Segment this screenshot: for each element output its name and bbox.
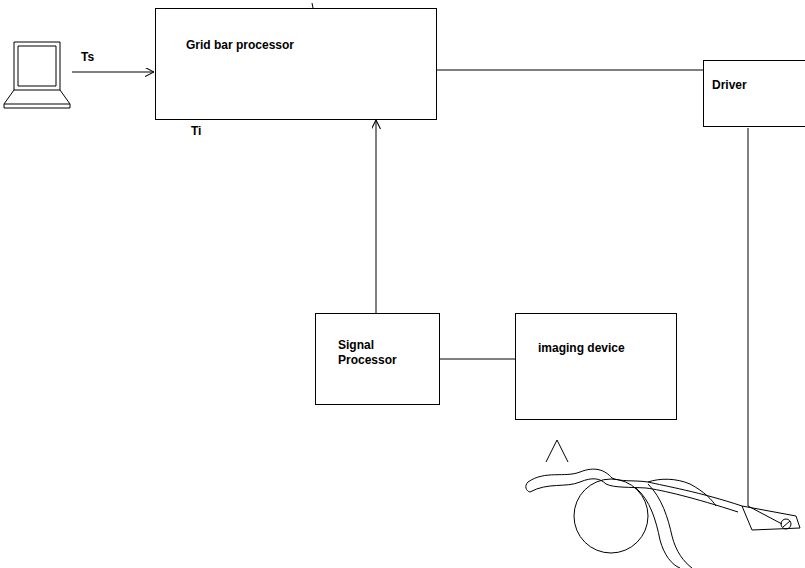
view-symbol bbox=[546, 440, 568, 462]
box-label: Grid bar processor bbox=[186, 38, 294, 53]
box-label: Driver bbox=[712, 78, 747, 93]
signal-line bbox=[376, 120, 377, 313]
roller-assembly bbox=[526, 469, 800, 568]
signal-line bbox=[440, 359, 515, 360]
laptop-icon bbox=[4, 42, 70, 108]
signal-line bbox=[437, 70, 703, 71]
drive-link bbox=[748, 128, 782, 524]
processor-box: Signal Processor bbox=[315, 313, 440, 405]
input-arrow bbox=[72, 72, 154, 73]
signal-name: Ti bbox=[190, 124, 202, 138]
signal-name: Ts bbox=[80, 50, 95, 64]
device-box: imaging device bbox=[515, 313, 677, 420]
box-label: imaging device bbox=[538, 341, 625, 356]
box-label: Signal Processor bbox=[338, 338, 408, 368]
driver-box: Driver bbox=[703, 60, 805, 127]
processor-box: Grid bar processor bbox=[155, 8, 437, 120]
